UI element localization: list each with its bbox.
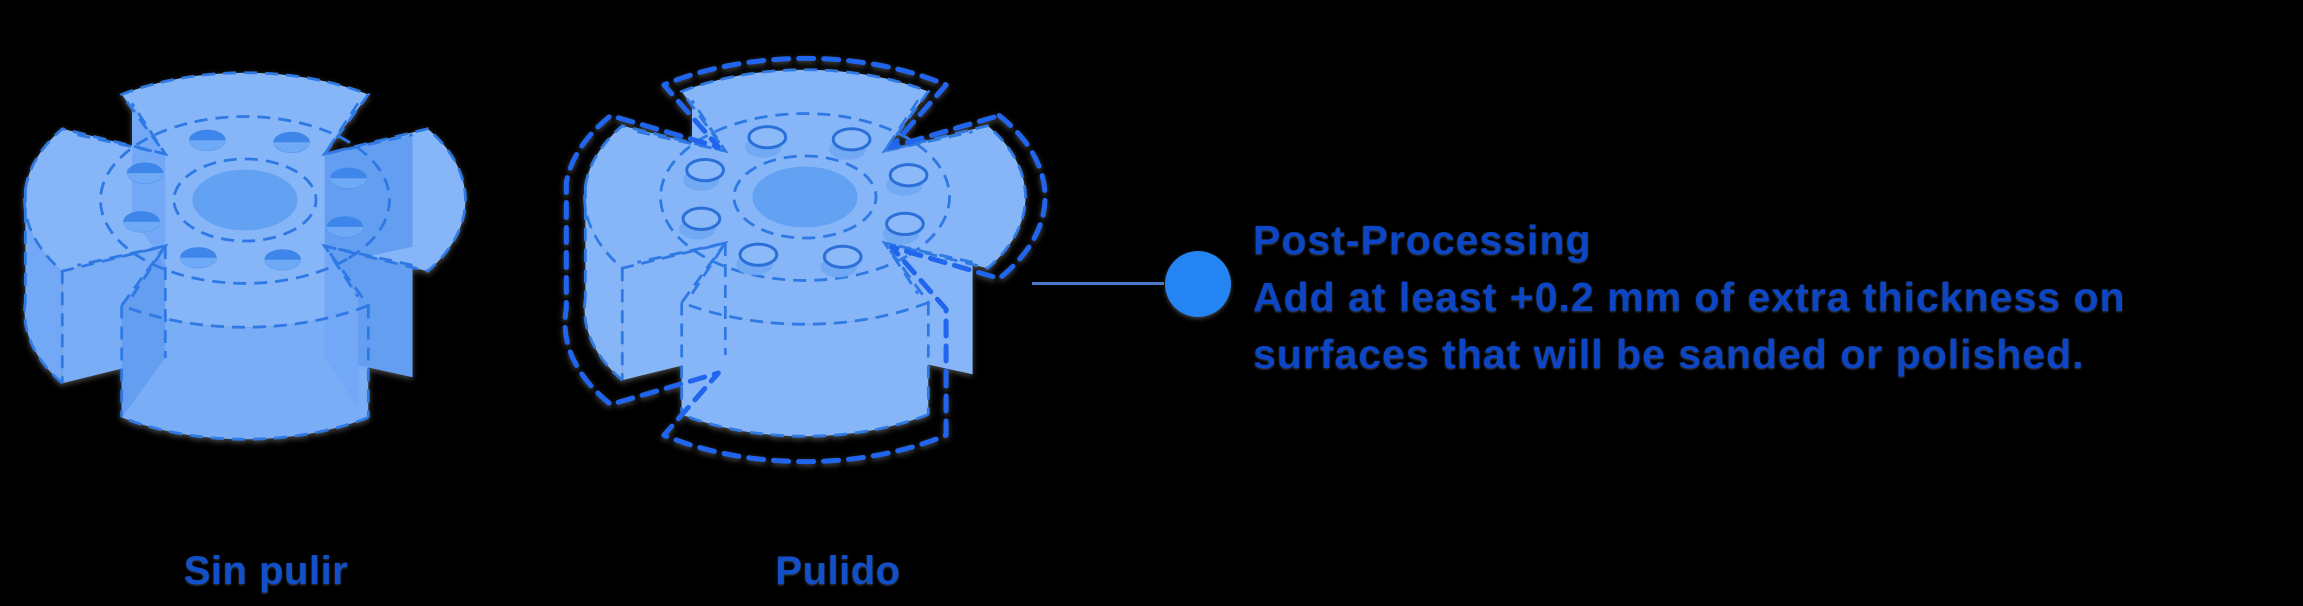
callout-title: Post-Processing (1253, 217, 1592, 263)
callout-body-line: Add at least +0.2 mm of extra thickness … (1253, 274, 2126, 320)
callout-dot-icon (1165, 251, 1231, 317)
figure-label-sin-pulir: Sin pulir (183, 549, 349, 593)
impeller-unpolished-figure (0, 0, 505, 490)
callout-body-line: surfaces that will be sanded or polished… (1253, 331, 2085, 377)
figure-label-pulido: Pulido (775, 549, 901, 593)
impeller-polished-figure (545, 0, 1065, 487)
callout: Post-Processing Add at least +0.2 mm of … (1253, 212, 2126, 383)
callout-connector-line (1032, 282, 1164, 285)
